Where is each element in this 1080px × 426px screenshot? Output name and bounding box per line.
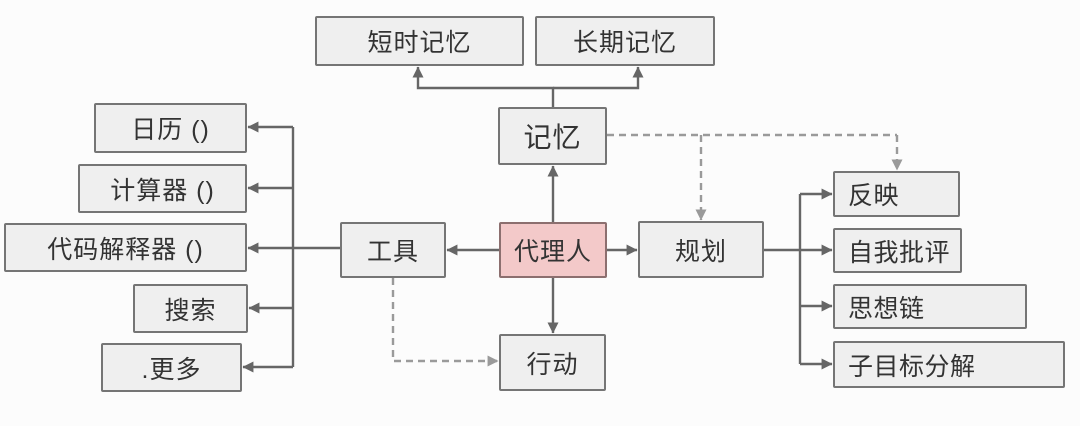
node-reflection: 反映 xyxy=(833,171,960,217)
node-agent-label: 代理人 xyxy=(513,238,592,266)
node-calculator: 计算器 () xyxy=(78,164,247,213)
node-planning: 规划 xyxy=(638,221,764,278)
edge-tools-action-dashed xyxy=(391,278,499,367)
node-more: .更多 xyxy=(101,343,242,392)
node-agent: 代理人 xyxy=(499,222,607,278)
node-short-term-memory: 短时记忆 xyxy=(315,16,524,66)
node-calendar-label: 日历 () xyxy=(131,116,210,144)
node-action: 行动 xyxy=(499,334,606,391)
node-tools-label: 工具 xyxy=(366,238,419,266)
node-memory: 记忆 xyxy=(498,107,607,165)
edge-planning-spine xyxy=(764,194,802,364)
node-calculator-label: 计算器 () xyxy=(110,176,215,205)
node-chain-of-thought: 思想链 xyxy=(833,284,1027,329)
node-search: 搜索 xyxy=(133,284,248,333)
edge-memory-short-term xyxy=(412,66,555,107)
node-self-criticism: 自我批评 xyxy=(833,228,962,273)
node-more-label: .更多 xyxy=(141,355,202,384)
node-self-criticism-label: 自我批评 xyxy=(848,238,951,267)
node-action-label: 行动 xyxy=(526,350,579,379)
node-code-interpreter-label: 代码解释器 () xyxy=(47,235,204,264)
node-short-term-memory-label: 短时记忆 xyxy=(367,29,472,57)
node-memory-label: 记忆 xyxy=(523,122,582,153)
node-chain-of-thought-label: 思想链 xyxy=(848,294,925,323)
edge-tools-spine xyxy=(291,127,340,367)
node-calendar: 日历 () xyxy=(94,103,247,153)
node-long-term-memory-label: 长期记忆 xyxy=(572,29,677,57)
node-tools: 工具 xyxy=(340,222,446,278)
node-subgoal-decomposition: 子目标分解 xyxy=(833,341,1065,388)
node-planning-label: 规划 xyxy=(674,237,727,266)
edge-memory-long-term xyxy=(553,66,644,90)
node-code-interpreter: 代码解释器 () xyxy=(4,223,247,272)
node-subgoal-decomposition-label: 子目标分解 xyxy=(848,352,976,381)
node-reflection-label: 反映 xyxy=(848,182,900,210)
node-search-label: 搜索 xyxy=(164,296,217,325)
node-long-term-memory: 长期记忆 xyxy=(535,16,715,66)
